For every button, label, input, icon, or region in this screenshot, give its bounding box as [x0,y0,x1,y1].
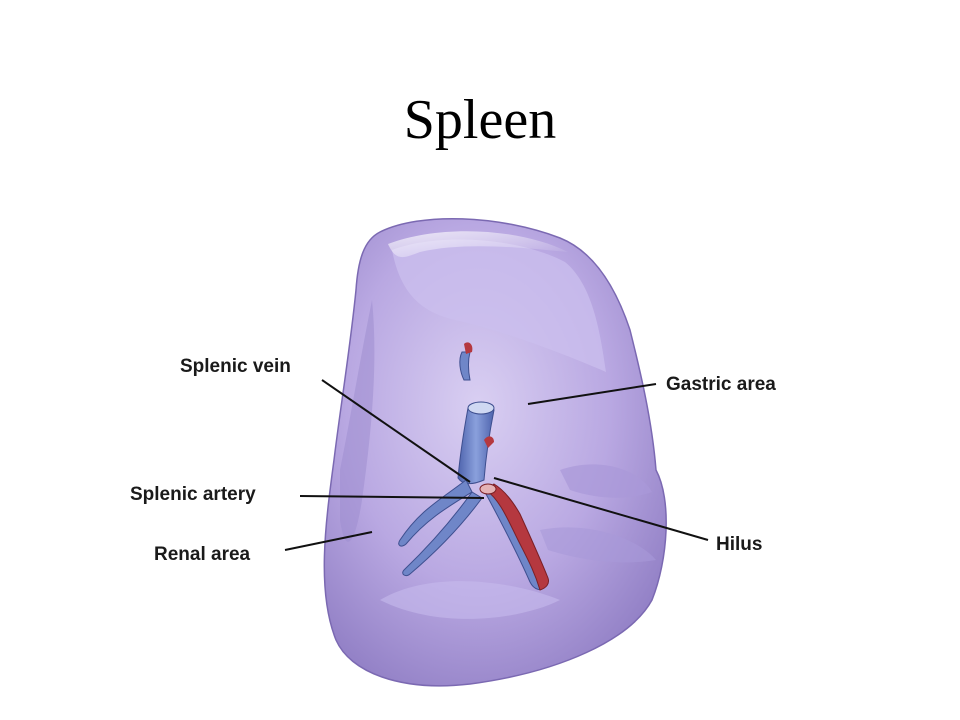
splenic-artery-opening [479,483,497,495]
upper-vessel-vein [459,351,471,381]
label-renal-area: Renal area [154,544,251,565]
vein-branch-left [398,479,473,547]
lower-fold [380,581,560,619]
splenic-artery-vessel [485,483,549,591]
upper-vessel-artery [464,342,473,354]
label-gastric-area: Gastric area [666,374,776,395]
hilus-leader [493,477,709,541]
splenic-artery-leader [299,495,485,499]
gastric-surface-shading [392,239,606,372]
slide-title: Spleen [403,89,557,151]
vein-branch-low [402,491,483,577]
splenic-vein-leader [321,379,471,483]
gastric-area-leader [527,383,657,405]
highlight-ridge [388,231,568,258]
label-splenic-vein: Splenic vein [180,356,291,377]
artery-side-branch [484,436,494,448]
renal-area-leader [284,531,373,551]
splenic-vein-opening [467,401,495,415]
label-hilus: Hilus [716,534,762,555]
lobulation-1 [560,464,652,498]
left-edge-shade [340,300,375,542]
label-splenic-artery: Splenic artery [130,484,256,505]
lobulation-2 [540,527,656,563]
